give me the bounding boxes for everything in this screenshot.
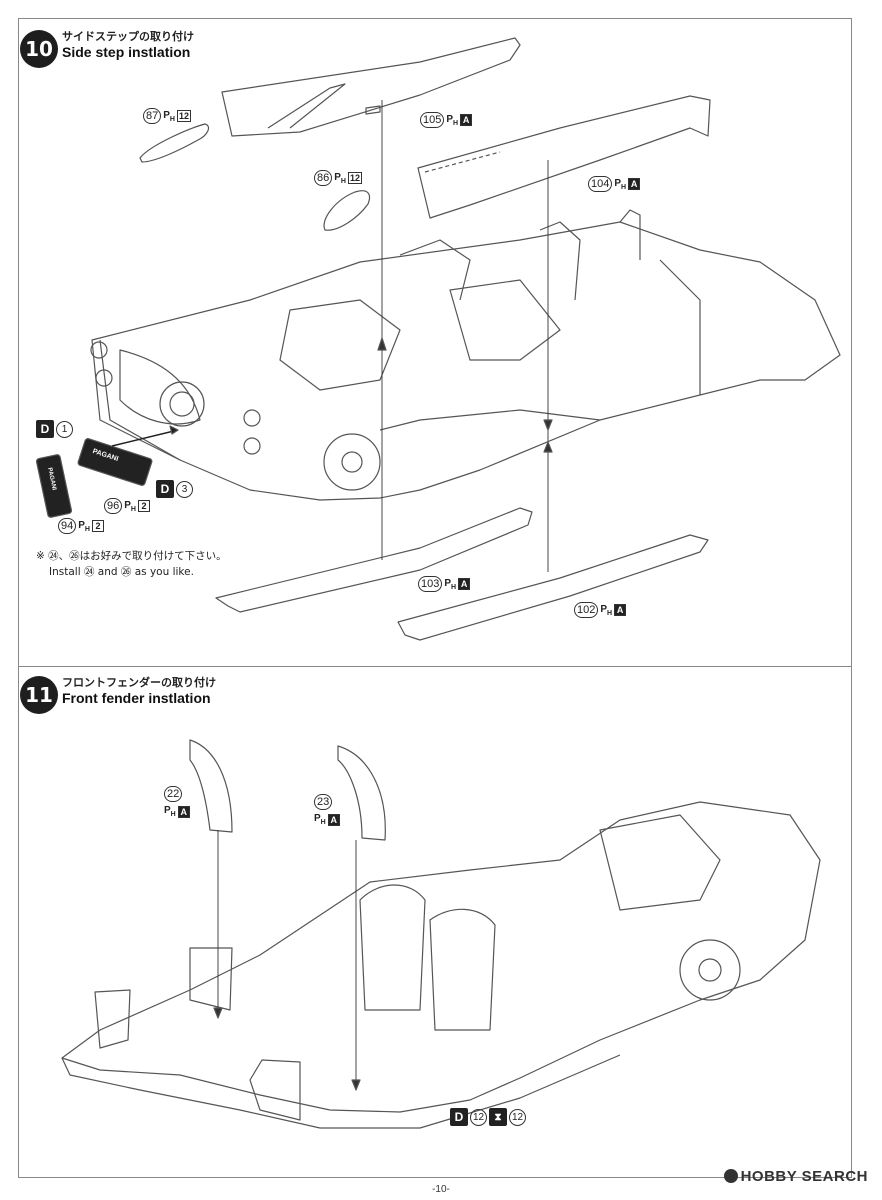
part-label-23: 23 PH A	[314, 794, 340, 826]
step-10-title-en: Side step instlation	[62, 44, 191, 60]
watermark: HOBBY SEARCH	[723, 1168, 868, 1185]
part-label-103: 103 PH A	[418, 576, 471, 592]
part-22-drawing	[189, 739, 233, 833]
section-divider	[18, 666, 852, 667]
part-87-drawing	[139, 123, 210, 163]
step-10-title-jp: サイドステップの取り付け	[62, 30, 194, 43]
part-102-drawing	[397, 534, 709, 641]
part-105-drawing	[221, 37, 521, 137]
decal-label-d3: D 3	[156, 480, 193, 498]
page-border	[18, 18, 852, 1178]
decal-label-d1: D 1	[36, 420, 73, 438]
step-10-badge: 10	[20, 30, 58, 68]
optional-install-note-en: Install ㉔ and ㉖ as you like.	[49, 566, 194, 578]
part-label-94: 94 PH 2	[58, 518, 104, 534]
part-label-102: 102 PH A	[574, 602, 627, 618]
part-23-drawing	[337, 745, 386, 841]
page-number: -10-	[432, 1184, 450, 1195]
optional-install-note-jp: ※ ㉔、㉖はお好みで取り付けて下さい。	[36, 550, 227, 562]
decal-96-drawing	[77, 438, 153, 486]
optional-install-note: ※ ㉔、㉖はお好みで取り付けて下さい。 Install ㉔ and ㉖ as y…	[36, 548, 227, 580]
part-103-drawing	[215, 507, 533, 613]
step-11-badge: 11	[20, 676, 58, 714]
watermark-logo-icon	[723, 1169, 738, 1183]
part-label-87: 87 PH 12	[143, 108, 191, 124]
step-11-title-en: Front fender instlation	[62, 690, 211, 706]
part-label-86: 86 PH 12	[314, 170, 362, 186]
part-104-drawing	[417, 95, 711, 219]
part-label-22: 22 PH A	[164, 786, 190, 818]
part-label-104: 104 PH A	[588, 176, 641, 192]
part-label-105: 105 PH A	[420, 112, 473, 128]
hourglass-icon: ⧗	[489, 1108, 507, 1126]
part-86-drawing	[323, 190, 371, 231]
decal-94-drawing	[35, 454, 73, 518]
car-body-step11	[61, 801, 821, 1113]
decal-label-d12: D 12 ⧗ 12	[450, 1108, 526, 1126]
car-body-step10	[91, 221, 841, 501]
part-label-96: 96 PH 2	[104, 498, 150, 514]
step-11-title-jp: フロントフェンダーの取り付け	[62, 676, 216, 689]
